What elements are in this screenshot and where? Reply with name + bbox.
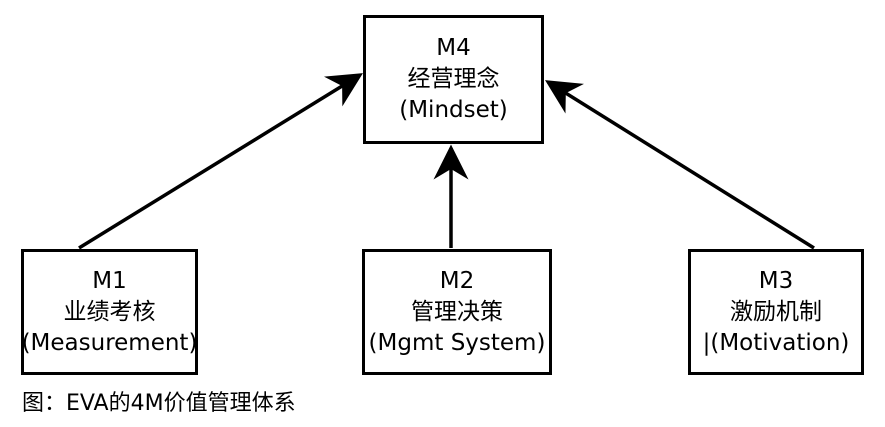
node-name-cn: 业绩考核 (63, 298, 156, 325)
node-m4-mindset: M4 经营理念 (Mindset) (363, 15, 544, 144)
node-name-cn: 经营理念 (407, 66, 500, 92)
node-name-en: (Measurement) (21, 329, 198, 356)
node-name-cn: 激励机制 (730, 298, 822, 325)
node-m3-motivation: M3 激励机制 |(Motivation) (688, 249, 864, 375)
node-name-en: (Mindset) (399, 97, 508, 123)
node-code: M2 (439, 267, 475, 294)
node-name-cn: 管理决策 (411, 298, 503, 325)
node-code: M4 (436, 35, 471, 61)
arrow-m1-to-m4 (78, 73, 363, 250)
figure-caption: 图：EVA的4M价值管理体系 (22, 391, 296, 416)
arrow-m3-to-m4 (545, 80, 815, 250)
node-code: M1 (92, 267, 127, 294)
node-name-en: (Mgmt System) (368, 329, 546, 356)
node-code: M3 (758, 267, 794, 294)
node-name-en: |(Motivation) (702, 329, 850, 356)
node-m2-mgmt-system: M2 管理决策 (Mgmt System) (362, 249, 552, 375)
node-m1-measurement: M1 业绩考核 (Measurement) (21, 249, 198, 375)
